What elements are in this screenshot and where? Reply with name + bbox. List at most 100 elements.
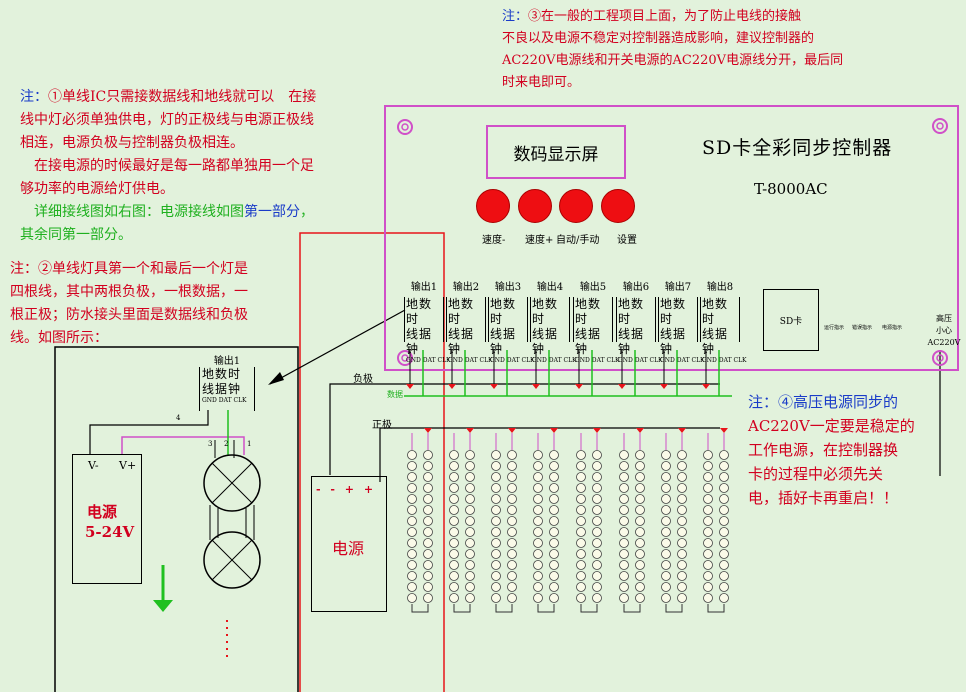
junction-icon	[678, 428, 686, 433]
pin-row: 线据钟	[532, 327, 559, 356]
output-label: 输出6	[622, 282, 650, 293]
pin-row: 地数时	[406, 297, 433, 326]
note-4-line: 电，插好卡再重启！！	[748, 489, 899, 507]
pin-row: 线据钟	[406, 327, 433, 356]
led-bulb-icon	[407, 461, 417, 471]
junction-icon	[466, 428, 474, 433]
led-bulb-icon	[576, 494, 586, 504]
led-bulb-icon	[423, 593, 433, 603]
led-bulb-icon	[703, 571, 713, 581]
led-bulb-icon	[533, 593, 543, 603]
pin-row: 线据钟	[702, 327, 729, 356]
led-bulb-icon	[507, 571, 517, 581]
detail-power-supply: V- V+ 电源 5-24V	[72, 454, 142, 584]
led-bulb-icon	[507, 538, 517, 548]
led-bulb-icon	[719, 472, 729, 482]
led-bulb-icon	[703, 472, 713, 482]
pin-names: GND DAT CLK	[406, 357, 451, 364]
note-1-line: 线中灯必须单独供电，灯的正极线与电源正极线	[20, 112, 314, 128]
led-bulb-icon	[423, 538, 433, 548]
led-bulb-icon	[423, 483, 433, 493]
led-bulb-icon	[549, 450, 559, 460]
pin-names: GND DAT CLK	[618, 357, 663, 364]
led-bulb-icon	[465, 472, 475, 482]
detail-vminus: V-	[88, 459, 99, 472]
led-bulb-icon	[491, 538, 501, 548]
led-bulb-icon	[703, 516, 713, 526]
junction-icon	[636, 428, 644, 433]
led-bulb-icon	[507, 505, 517, 515]
led-bulb-icon	[576, 472, 586, 482]
settings-button[interactable]	[601, 189, 635, 223]
neg-bus	[329, 383, 720, 475]
led-bulb-icon	[635, 483, 645, 493]
led-bulb-icon	[465, 538, 475, 548]
error-indicator-label: 错误指示	[852, 325, 873, 331]
led-bulb-icon	[449, 483, 459, 493]
junction-icon	[618, 384, 626, 389]
detail-arrow	[269, 309, 406, 385]
led-bulb-icon	[677, 494, 687, 504]
led-bulb-icon	[703, 527, 713, 537]
led-bulb-icon	[576, 527, 586, 537]
strip-return	[537, 604, 555, 613]
pin-names: GND DAT CLK	[660, 357, 705, 364]
led-bulb-icon	[635, 582, 645, 592]
wire-3: 3	[208, 440, 213, 448]
output-label: 输出3	[494, 282, 522, 293]
note-4: 注：④高压电源同步的 AC220V一定要是稳定的 工作电源，在控制器换 卡的过程…	[748, 390, 948, 510]
auto-manual-button[interactable]	[559, 189, 593, 223]
led-bulb-icon	[576, 461, 586, 471]
junction-icon	[490, 384, 498, 389]
hv-line3: AC220V	[927, 338, 961, 347]
led-bulb-icon	[703, 483, 713, 493]
led-bulb-icon	[635, 538, 645, 548]
led-bulb-icon	[449, 450, 459, 460]
pin-row: 地数时	[448, 297, 475, 326]
led-bulb-icon	[407, 593, 417, 603]
note-1-line: ①单线IC只需接数据线和地线就可以 在接	[48, 89, 317, 105]
display-label: 数码显示屏	[513, 144, 599, 165]
strip-return	[665, 604, 683, 613]
led-bulb-icon	[703, 593, 713, 603]
led-bulb-icon	[507, 582, 517, 592]
pin-row: 线据钟	[660, 327, 687, 356]
led-bulb-icon	[719, 527, 729, 537]
note-3-line: 不良以及电源不稳定对控制器造成影响，建议控制器的	[502, 31, 815, 46]
led-bulb-icon	[592, 450, 602, 460]
led-bulb-icon	[423, 549, 433, 559]
led-bulb-icon	[677, 516, 687, 526]
digital-display: 数码显示屏	[486, 125, 626, 179]
sd-card-slot[interactable]: SD卡	[763, 289, 819, 351]
led-bulb-icon	[549, 549, 559, 559]
pin-row: 地数时	[532, 297, 559, 326]
led-bulb-icon	[491, 494, 501, 504]
detail-psu-name: 电源	[87, 503, 118, 521]
led-bulb-icon	[533, 560, 543, 570]
led-bulb-icon	[549, 505, 559, 515]
note-3-line: ③在一般的工程项目上面，为了防止电线的接触	[528, 9, 802, 24]
led-bulb-icon	[619, 505, 629, 515]
led-bulb-icon	[703, 450, 713, 460]
led-bulb-icon	[703, 538, 713, 548]
led-bulb-icon	[635, 472, 645, 482]
led-bulb-icon	[423, 505, 433, 515]
speed-down-button[interactable]	[476, 189, 510, 223]
pin-row: 线据钟	[575, 327, 602, 356]
detail-output-label: 输出1	[213, 356, 241, 367]
led-bulb-icon	[677, 527, 687, 537]
led-bulb-icon	[619, 549, 629, 559]
led-bulb-icon	[661, 593, 671, 603]
led-bulb-icon	[619, 472, 629, 482]
led-bulb-icon	[661, 483, 671, 493]
led-bulb-icon	[491, 483, 501, 493]
led-bulb-icon	[465, 461, 475, 471]
led-bulb-icon	[719, 450, 729, 460]
junction-icon	[532, 384, 540, 389]
corner-ring-icon	[932, 350, 948, 366]
led-bulb-icon	[465, 582, 475, 592]
speed-up-button[interactable]	[518, 189, 552, 223]
led-bulb-icon	[407, 505, 417, 515]
note-4-line: 注：④高压电源同步的	[748, 393, 899, 411]
